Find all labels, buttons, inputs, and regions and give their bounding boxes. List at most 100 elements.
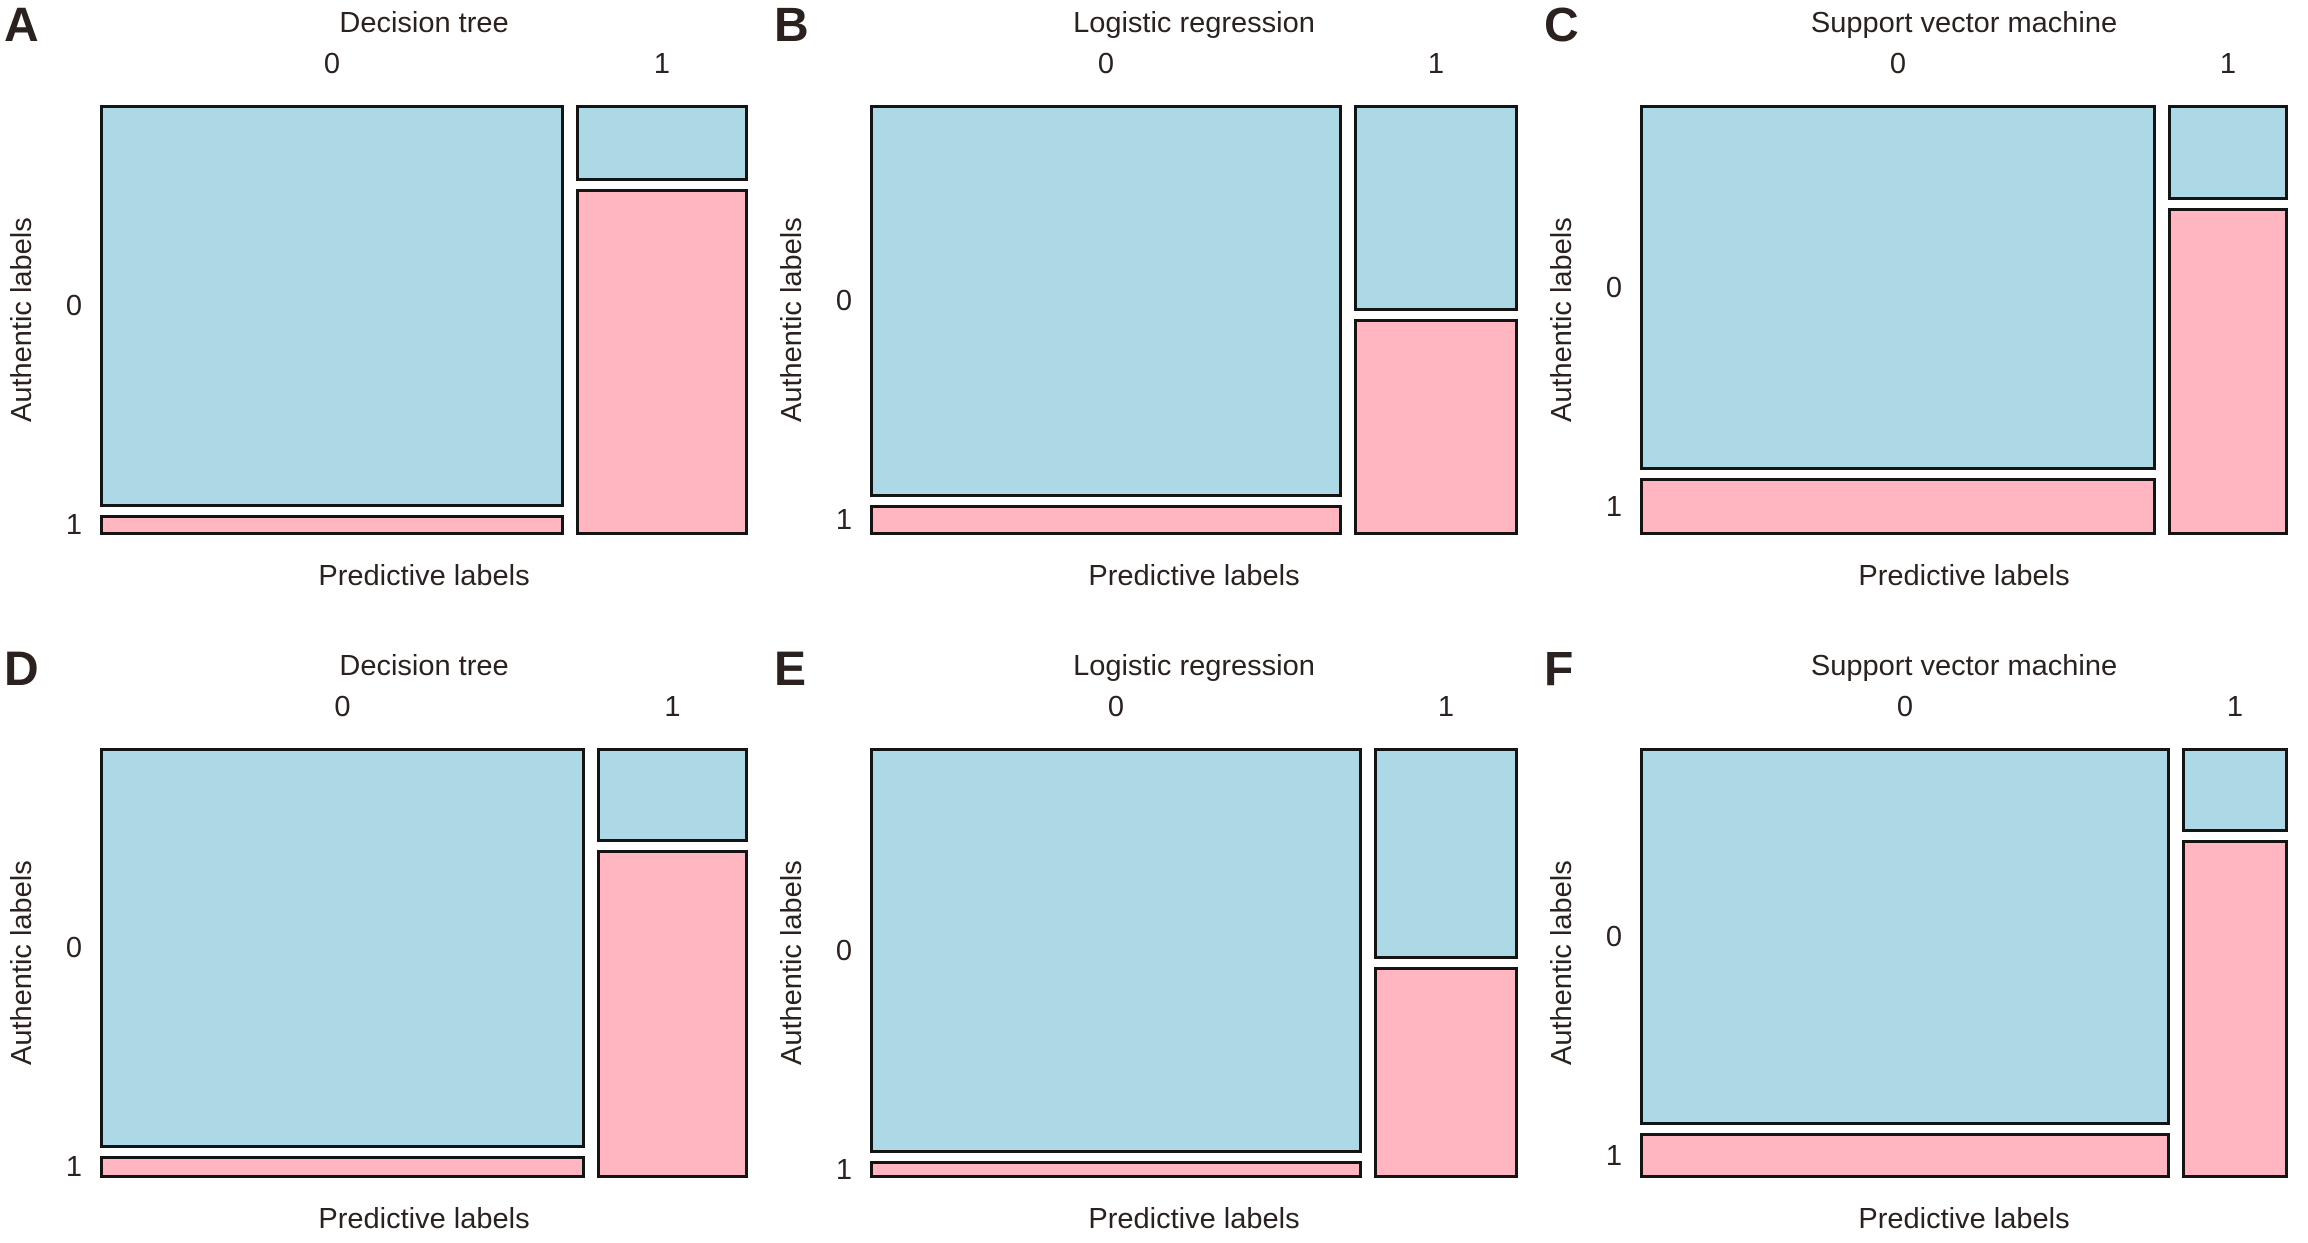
cell-pred1-authentic0	[1374, 748, 1518, 959]
cell-pred1-authentic1	[2182, 840, 2288, 1178]
y-tick-label-1: 1	[65, 509, 82, 541]
mosaic-plot	[870, 748, 1518, 1178]
predicted-0-column	[100, 105, 564, 535]
mosaic-plot	[100, 105, 748, 535]
cell-pred0-authentic1	[100, 515, 564, 535]
mosaic-panel: A Decision tree 0 1 Authentic labels 0 1	[0, 0, 770, 620]
cell-pred0-authentic1	[1640, 1133, 2170, 1178]
x-tick-label-1: 1	[1437, 691, 1455, 723]
panel-title: Decision tree	[339, 7, 509, 39]
mosaic-panel: E Logistic regression 0 1 Authentic labe…	[770, 620, 1540, 1243]
x-tick-labels: 0 1	[1640, 691, 2288, 725]
cell-pred0-authentic0	[100, 748, 585, 1148]
y-tick-label-1: 1	[835, 1153, 852, 1186]
cell-pred1-authentic1	[576, 189, 748, 535]
panel-letter: F	[1544, 643, 1574, 696]
x-axis-label: Predictive labels	[318, 560, 530, 592]
mosaic-plot	[100, 748, 748, 1178]
x-tick-label-1: 1	[653, 48, 671, 80]
plot-area: Authentic labels 0 1	[770, 105, 1539, 535]
mosaic-plot	[1640, 105, 2288, 535]
y-tick-label-0: 0	[65, 290, 82, 322]
x-axis-label: Predictive labels	[1858, 560, 2070, 592]
x-axis-label: Predictive labels	[318, 1203, 530, 1235]
y-tick-label-1: 1	[835, 504, 852, 536]
y-tick-label-1: 1	[1605, 490, 1622, 523]
x-tick-labels: 0 1	[100, 48, 748, 82]
x-tick-label-0: 0	[334, 691, 351, 723]
y-tick-label-0: 0	[1605, 920, 1622, 953]
x-tick-label-1: 1	[1427, 48, 1445, 80]
cell-pred0-authentic1	[1640, 478, 2156, 535]
x-tick-labels: 0 1	[1640, 48, 2288, 82]
x-tick-label-0: 0	[1896, 691, 1914, 723]
y-tick-label-1: 1	[1605, 1139, 1622, 1172]
x-tick-label-1: 1	[664, 691, 681, 723]
predicted-0-column	[870, 748, 1362, 1178]
x-tick-label-1: 1	[2226, 691, 2244, 723]
panel-letter: A	[4, 0, 39, 52]
mosaic-panel: F Support vector machine 0 1 Authentic l…	[1540, 620, 2308, 1243]
x-tick-labels: 0 1	[100, 691, 748, 725]
x-tick-label-1: 1	[2219, 48, 2237, 80]
panel-title: Decision tree	[339, 650, 509, 682]
cell-pred1-authentic1	[2168, 208, 2288, 535]
predicted-0-column	[1640, 105, 2156, 535]
y-tick-label-0: 0	[835, 285, 852, 317]
cell-pred1-authentic1	[1354, 319, 1518, 535]
y-tick-labels: 0 1	[770, 748, 870, 1185]
predicted-0-column	[1640, 748, 2170, 1178]
cell-pred1-authentic0	[597, 748, 748, 842]
panel-title: Logistic regression	[1073, 650, 1315, 682]
x-axis-label: Predictive labels	[1088, 560, 1300, 592]
x-tick-labels: 0 1	[870, 691, 1518, 725]
panel-title: Logistic regression	[1073, 7, 1315, 39]
cell-pred0-authentic1	[870, 505, 1342, 535]
x-tick-label-0: 0	[1889, 48, 1907, 80]
panel-letter: B	[774, 0, 809, 52]
plot-area: Authentic labels 0 1	[0, 748, 769, 1182]
x-tick-label-0: 0	[1097, 48, 1115, 80]
predicted-1-column	[2182, 748, 2288, 1178]
panel-title: Support vector machine	[1810, 7, 2118, 39]
mosaic-plot	[870, 105, 1518, 535]
plot-area: Authentic labels 0 1	[770, 748, 1539, 1185]
y-tick-label-1: 1	[65, 1151, 82, 1183]
cell-pred1-authentic0	[2168, 105, 2288, 200]
y-tick-labels: 0 1	[1540, 748, 1640, 1178]
cell-pred0-authentic0	[870, 748, 1362, 1153]
plot-area: Authentic labels 0 1	[1540, 105, 2308, 535]
panel-letter: D	[4, 643, 39, 696]
x-tick-label-0: 0	[1107, 691, 1125, 723]
cell-pred0-authentic0	[870, 105, 1342, 497]
cell-pred1-authentic1	[1374, 967, 1518, 1178]
predicted-1-column	[597, 748, 748, 1178]
y-tick-label-0: 0	[65, 932, 82, 964]
y-tick-labels: 0 1	[0, 105, 100, 540]
cell-pred0-authentic1	[870, 1161, 1362, 1178]
cell-pred0-authentic0	[1640, 748, 2170, 1125]
x-tick-label-0: 0	[323, 48, 341, 80]
plot-area: Authentic labels 0 1	[1540, 748, 2308, 1178]
y-tick-labels: 0 1	[1540, 105, 1640, 535]
y-tick-label-0: 0	[835, 934, 852, 967]
mosaic-panel: B Logistic regression 0 1 Authentic labe…	[770, 0, 1540, 620]
predicted-1-column	[1374, 748, 1518, 1178]
cell-pred0-authentic0	[1640, 105, 2156, 470]
cell-pred1-authentic1	[597, 850, 748, 1178]
cell-pred1-authentic0	[2182, 748, 2288, 832]
predicted-1-column	[2168, 105, 2288, 535]
y-tick-labels: 0 1	[0, 748, 100, 1182]
plot-area: Authentic labels 0 1	[0, 105, 769, 540]
mosaic-panel: D Decision tree 0 1 Authentic labels 0 1	[0, 620, 770, 1243]
predicted-0-column	[870, 105, 1342, 535]
cell-pred0-authentic0	[100, 105, 564, 507]
predicted-1-column	[576, 105, 748, 535]
mosaic-panel: C Support vector machine 0 1 Authentic l…	[1540, 0, 2308, 620]
predicted-0-column	[100, 748, 585, 1178]
cell-pred1-authentic0	[576, 105, 748, 181]
cell-pred1-authentic0	[1354, 105, 1518, 311]
x-tick-labels: 0 1	[870, 48, 1518, 82]
x-axis-label: Predictive labels	[1858, 1203, 2070, 1235]
